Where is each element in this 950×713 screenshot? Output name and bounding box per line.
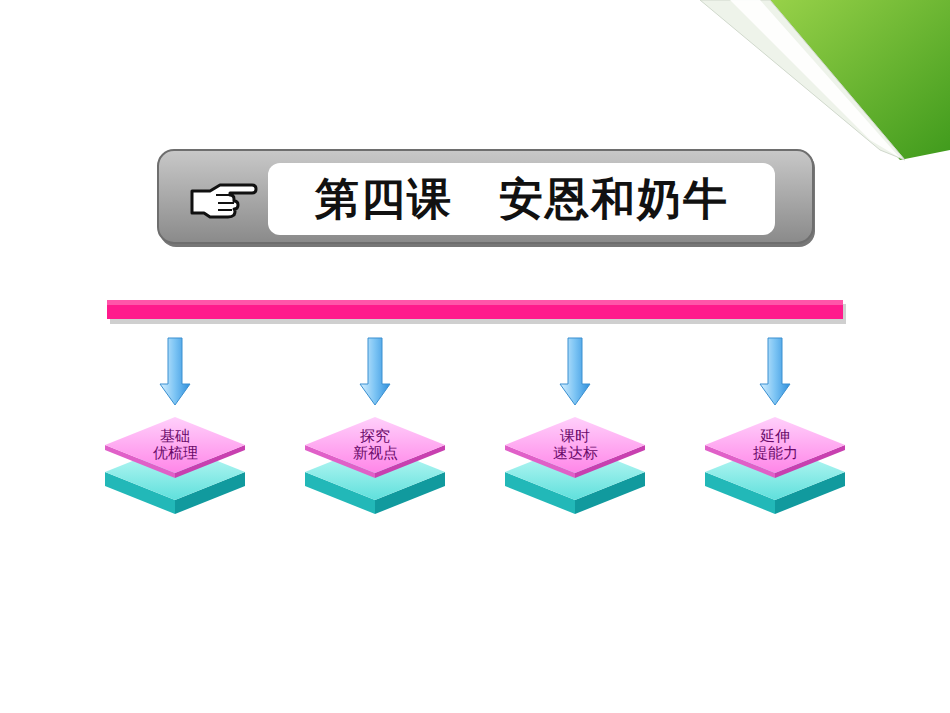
layer-diamond: 延伸 提能力 — [700, 400, 850, 520]
title-text: 第四课 安恩和奶牛 — [315, 170, 729, 229]
layer-diamond: 基础 优梳理 — [100, 400, 250, 520]
pink-bar-highlight — [107, 300, 843, 305]
label-holder: 探究 新视点 — [300, 422, 450, 468]
down-arrows — [160, 338, 790, 405]
node-label: 探究 新视点 — [350, 428, 400, 463]
page-curl — [700, 0, 950, 160]
node-label: 课时 速达标 — [550, 428, 600, 463]
node-label: 基础 优梳理 — [150, 428, 200, 463]
title-bar — [158, 150, 813, 243]
label-holder: 课时 速达标 — [500, 422, 650, 468]
title-panel — [268, 163, 775, 235]
label-holder: 延伸 提能力 — [700, 422, 850, 468]
layer-diamond: 探究 新视点 — [300, 400, 450, 520]
hand-icon — [192, 185, 256, 217]
label-holder: 基础 优梳理 — [100, 422, 250, 468]
title-box: 第四课 安恩和奶牛 — [268, 163, 775, 235]
layer-diamond: 课时 速达标 — [500, 400, 650, 520]
node-label: 延伸 提能力 — [750, 428, 800, 463]
pink-bar — [107, 300, 843, 319]
